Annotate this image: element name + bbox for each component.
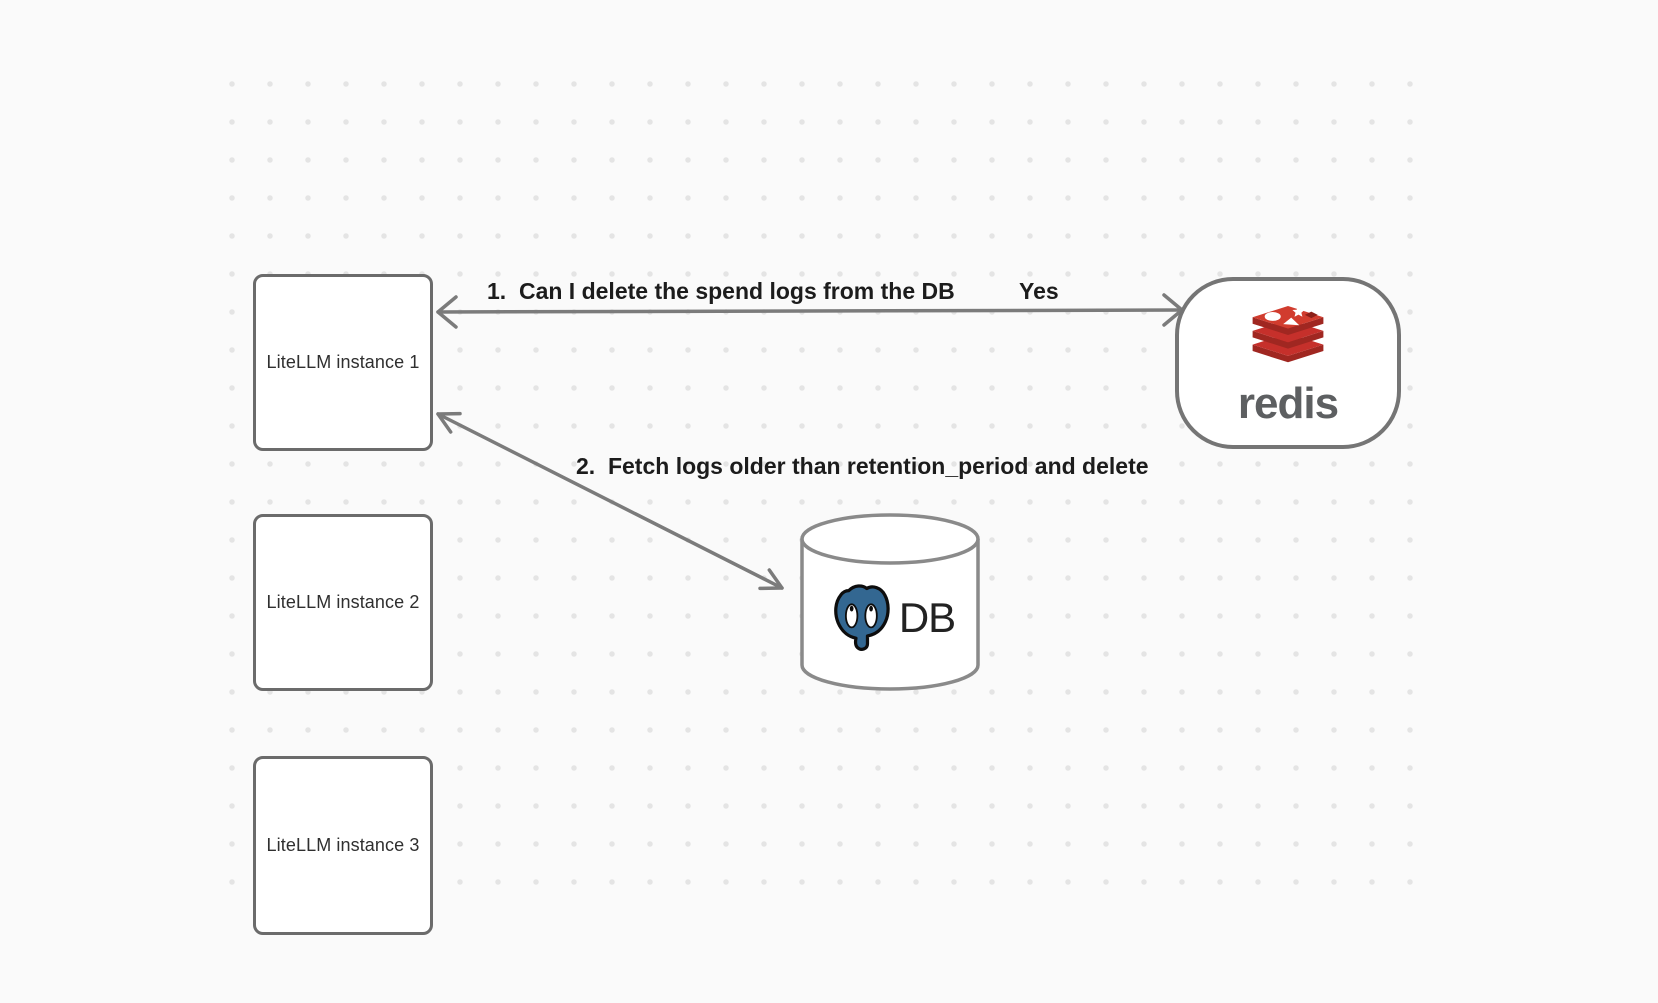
database-cylinder-shape (800, 513, 980, 691)
node-litellm-instance-3[interactable]: LiteLLM instance 3 (253, 756, 433, 935)
node-label: LiteLLM instance 3 (266, 835, 420, 855)
edge1-label: 1. Can I delete the spend logs from the … (487, 278, 955, 304)
node-postgres-db[interactable]: DB (795, 512, 985, 694)
redis-wordmark: redis (1237, 379, 1339, 428)
node-litellm-instance-1[interactable]: LiteLLM instance 1 (253, 274, 433, 451)
db-label: DB (898, 594, 956, 641)
postgresql-logo-icon (833, 584, 890, 651)
node-label: LiteLLM instance 1 (266, 352, 420, 372)
edge1-response-label: Yes (1019, 278, 1059, 304)
edge2-label: 2. Fetch logs older than retention_perio… (576, 453, 1149, 479)
node-litellm-instance-2[interactable]: LiteLLM instance 2 (253, 514, 433, 691)
node-redis[interactable]: redis (1175, 277, 1401, 449)
node-label: LiteLLM instance 2 (266, 592, 420, 612)
redis-logo-icon (1252, 306, 1324, 363)
